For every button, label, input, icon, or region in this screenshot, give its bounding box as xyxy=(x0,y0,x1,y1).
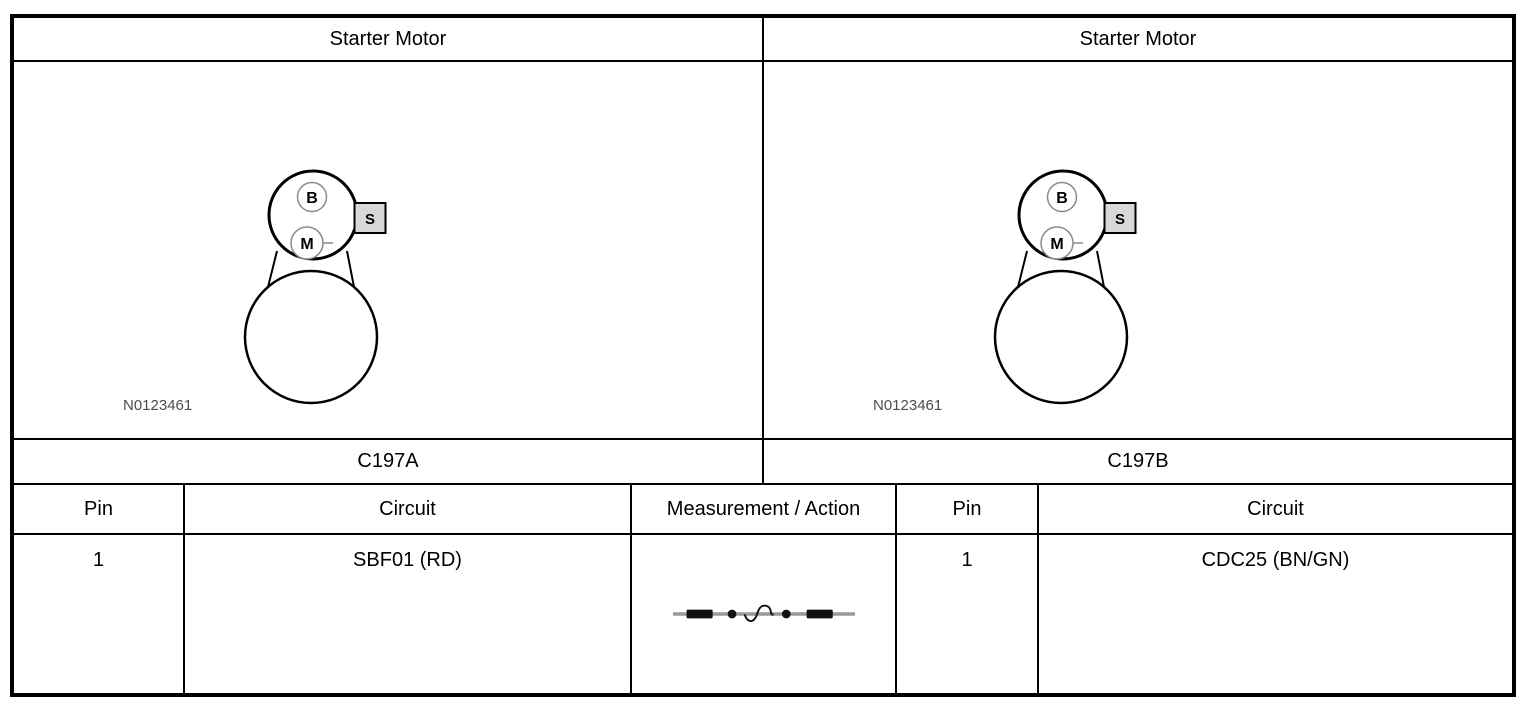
starter-motor-connector-drawing: B M S N0123461 xyxy=(123,169,387,414)
motor-body-circle xyxy=(243,269,379,405)
right-connector-id: C197B xyxy=(764,440,1512,485)
left-component-title: Starter Motor xyxy=(14,18,764,62)
left-pin-value: 1 xyxy=(14,535,185,693)
right-connector-diagram: B M S N0123461 xyxy=(764,62,1512,440)
left-connector-id: C197A xyxy=(14,440,764,485)
terminal-s-label: S xyxy=(1115,211,1125,228)
terminal-s-label: S xyxy=(365,211,375,228)
terminal-m-circle xyxy=(290,226,324,260)
right-pin-value: 1 xyxy=(897,535,1039,693)
right-pin-header: Pin xyxy=(897,485,1039,535)
terminal-s-box xyxy=(353,202,387,234)
terminal-m-circle xyxy=(1040,226,1074,260)
right-component-title: Starter Motor xyxy=(764,18,1512,62)
neck-line-right xyxy=(1096,250,1105,288)
figure-id-label: N0123461 xyxy=(123,397,192,414)
neck-line-right xyxy=(346,250,355,288)
left-circuit-header: Circuit xyxy=(185,485,632,535)
right-circuit-header: Circuit xyxy=(1039,485,1512,535)
terminal-b-label: B xyxy=(306,190,318,207)
terminal-b-circle xyxy=(296,181,328,213)
motor-body-circle xyxy=(993,269,1129,405)
right-circuit-value: CDC25 (BN/GN) xyxy=(1039,535,1512,693)
connector-pinout-table: Starter Motor Starter Motor B M S N01234… xyxy=(10,14,1516,697)
terminal-m-label: M xyxy=(300,236,313,253)
left-circuit-value: SBF01 (RD) xyxy=(185,535,632,693)
figure-id-label: N0123461 xyxy=(873,397,942,414)
neck-line-left xyxy=(267,250,278,288)
terminal-b-circle xyxy=(1046,181,1078,213)
terminal-m-label: M xyxy=(1050,236,1063,253)
terminal-b-label: B xyxy=(1056,190,1068,207)
left-connector-diagram: B M S N0123461 xyxy=(14,62,764,440)
left-pin-header: Pin xyxy=(14,485,185,535)
resistance-check-icon xyxy=(672,604,855,623)
starter-motor-connector-drawing: B M S N0123461 xyxy=(873,169,1137,414)
terminal-s-box xyxy=(1103,202,1137,234)
neck-line-left xyxy=(1017,250,1028,288)
measurement-action-header: Measurement / Action xyxy=(632,485,897,535)
measurement-action-cell xyxy=(632,535,897,693)
